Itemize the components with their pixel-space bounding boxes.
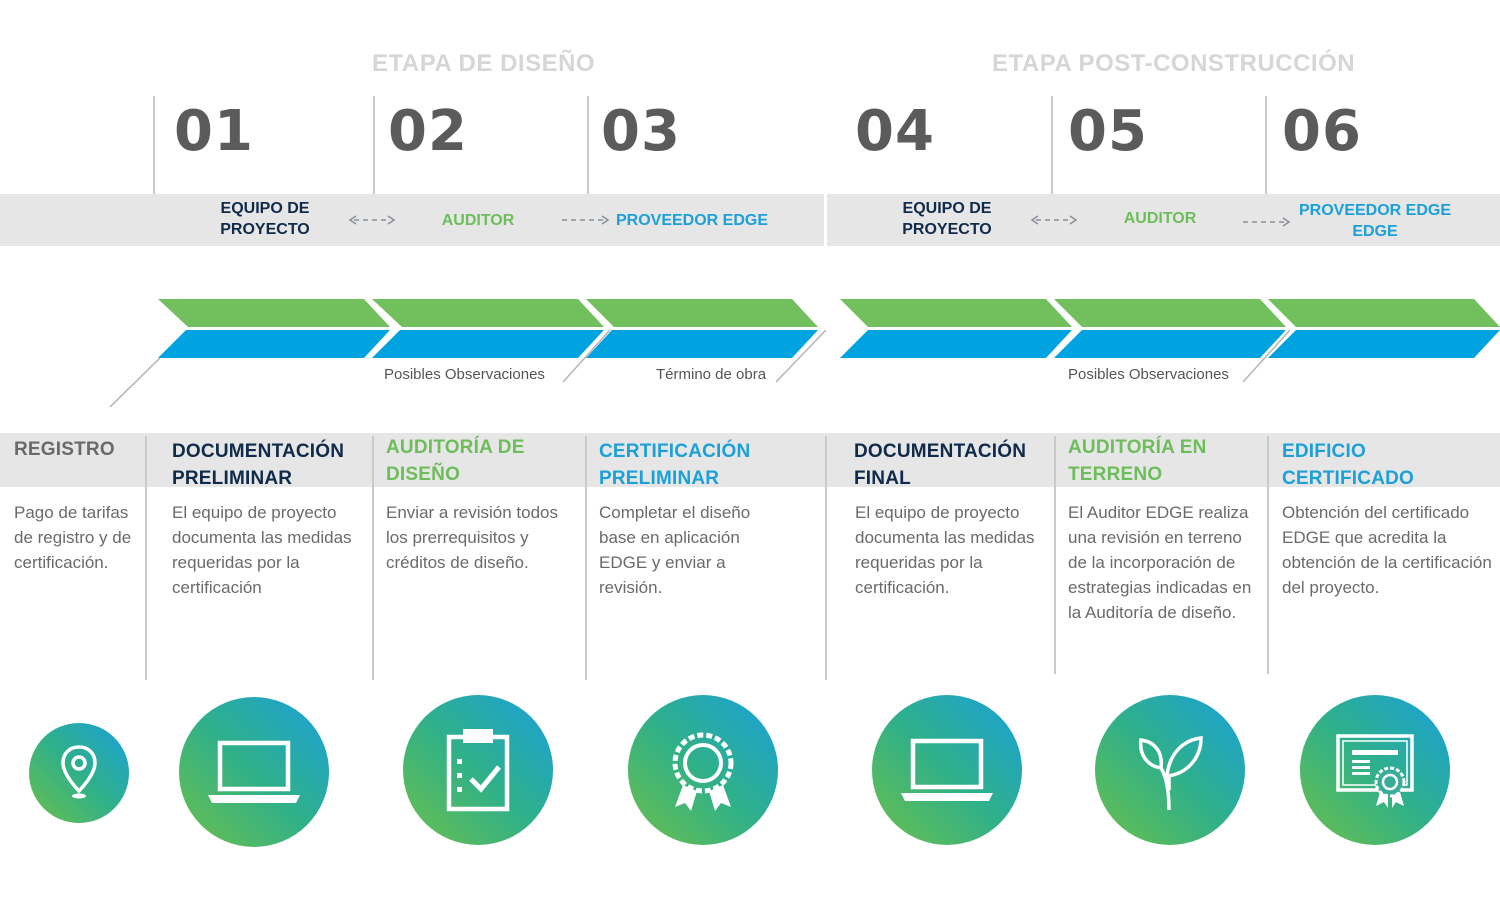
role-project-team-right: EQUIPO DE PROYECTO xyxy=(887,198,1007,240)
step-title-line: AUDITORÍA DE xyxy=(386,437,525,458)
step-title-line: DOCUMENTACIÓN xyxy=(854,441,1027,462)
role-label-line: PROVEEDOR EDGE xyxy=(1298,202,1452,219)
chevron-green-1 xyxy=(158,299,390,327)
chevron-green-4 xyxy=(840,299,1072,327)
chevron-green-6 xyxy=(1268,299,1500,327)
role-label-line: EQUIPO DE xyxy=(902,200,992,217)
roles-band-post xyxy=(827,194,1500,246)
laptop-icon xyxy=(872,695,1022,845)
separator-line xyxy=(372,436,374,680)
step-title-line: CERTIFICACIÓN xyxy=(599,441,751,462)
step-description-documentacion-preliminar: El equipo de proyecto documenta las medi… xyxy=(172,503,352,597)
role-label-line: EDGE xyxy=(1352,223,1398,240)
step-description-edificio-certificado: Obtención del certificado EDGE que acred… xyxy=(1282,503,1492,597)
step-title-line: DISEÑO xyxy=(386,464,461,485)
possible-observations-label: Posibles Observaciones xyxy=(384,366,545,383)
step-title-line: CERTIFICADO xyxy=(1282,468,1415,489)
step-description-registro: Pago de tarifas de registro y de certifi… xyxy=(14,503,132,572)
separator-line xyxy=(153,96,155,194)
possible-observations-label: Posibles Observaciones xyxy=(1068,366,1229,383)
roles-band-design xyxy=(0,194,824,246)
step-title-line: PRELIMINAR xyxy=(172,468,293,489)
location-pin-icon xyxy=(29,723,129,823)
step-title-documentacion-preliminar: DOCUMENTACIÓN PRELIMINAR xyxy=(172,438,344,492)
connector-line xyxy=(775,329,827,383)
separator-line xyxy=(1265,96,1267,194)
step-title-certificacion-preliminar: CERTIFICACIÓN PRELIMINAR xyxy=(599,438,750,492)
step-title-line: PRELIMINAR xyxy=(599,468,720,489)
step-number-02: 02 xyxy=(388,99,468,164)
chevron-blue-5 xyxy=(1054,330,1286,358)
chevron-blue-4 xyxy=(840,330,1072,358)
double-arrow-icon xyxy=(1030,215,1078,225)
step-number-04: 04 xyxy=(855,99,935,164)
chevron-blue-2 xyxy=(372,330,604,358)
connector-line xyxy=(562,329,611,383)
separator-line xyxy=(1054,436,1056,674)
step-number-01: 01 xyxy=(174,99,254,164)
separator-line xyxy=(145,436,147,680)
chevron-blue-3 xyxy=(586,330,818,358)
step-title-registro: REGISTRO xyxy=(14,436,115,463)
separator-line xyxy=(373,96,375,194)
role-auditor-left: AUDITOR xyxy=(441,212,515,229)
plant-sprout-icon xyxy=(1095,695,1245,845)
award-badge-icon xyxy=(628,695,778,845)
chevron-blue-6 xyxy=(1268,330,1500,358)
step-title-line: AUDITORÍA EN xyxy=(1068,437,1207,458)
step-titles-band xyxy=(0,433,1500,487)
step-number-06: 06 xyxy=(1282,99,1362,164)
step-title-line: TERRENO xyxy=(1068,464,1163,485)
connector-line xyxy=(109,357,161,408)
certificate-icon xyxy=(1300,695,1450,845)
step-description-documentacion-final: El equipo de proyecto documenta las medi… xyxy=(855,503,1035,597)
step-title-edificio-certificado: EDIFICIO CERTIFICADO xyxy=(1282,438,1414,492)
role-edge-provider-left: PROVEEDOR EDGE xyxy=(615,212,769,229)
role-project-team-left: EQUIPO DE PROYECTO xyxy=(205,198,325,240)
clipboard-check-icon xyxy=(403,695,553,845)
laptop-icon xyxy=(179,697,329,847)
process-chevrons xyxy=(109,299,1500,408)
arrow-right-icon xyxy=(562,215,610,225)
role-label-line: PROYECTO xyxy=(220,221,310,238)
separator-line xyxy=(1051,96,1053,194)
step-title-line: EDIFICIO xyxy=(1282,441,1366,462)
step-number-03: 03 xyxy=(601,99,681,164)
arrow-right-icon xyxy=(1243,217,1291,227)
chevron-green-5 xyxy=(1054,299,1286,327)
chevron-green-2 xyxy=(372,299,604,327)
separator-line xyxy=(587,96,589,194)
connector-line xyxy=(1242,329,1291,383)
step-description-auditoria-terreno: El Auditor EDGE realiza una revisión en … xyxy=(1068,503,1252,622)
role-label-line: EQUIPO DE xyxy=(220,200,310,217)
design-stage-title: ETAPA DE DISEÑO xyxy=(372,50,596,77)
chevron-blue-1 xyxy=(158,330,390,358)
separator-line xyxy=(1267,436,1269,674)
step-title-line: DOCUMENTACIÓN xyxy=(172,441,345,462)
chevron-green-3 xyxy=(586,299,818,327)
step-title-documentacion-final: DOCUMENTACIÓN FINAL xyxy=(854,438,1026,492)
step-description-certificacion-preliminar: Completar el diseño base en aplicación E… xyxy=(599,503,751,597)
role-label-line: PROYECTO xyxy=(902,221,992,238)
step-description-auditoria-diseno: Enviar a revisión todos los prerrequisit… xyxy=(386,503,558,572)
double-arrow-icon xyxy=(348,215,396,225)
step-title-line: REGISTRO xyxy=(14,439,115,460)
post-construction-stage-title: ETAPA POST-CONSTRUCCIÓN xyxy=(992,50,1356,77)
step-number-05: 05 xyxy=(1068,99,1148,164)
step-title-auditoria-terreno: AUDITORÍA EN TERRENO xyxy=(1068,434,1207,488)
role-auditor-right: AUDITOR xyxy=(1123,210,1197,227)
end-of-construction-label: Término de obra xyxy=(656,366,767,383)
separator-line xyxy=(585,436,587,680)
step-title-line: FINAL xyxy=(854,468,911,489)
step-title-auditoria-diseno: AUDITORÍA DE DISEÑO xyxy=(386,434,525,488)
role-edge-provider-right: PROVEEDOR EDGE EDGE xyxy=(1290,200,1460,242)
separator-line xyxy=(825,436,827,680)
